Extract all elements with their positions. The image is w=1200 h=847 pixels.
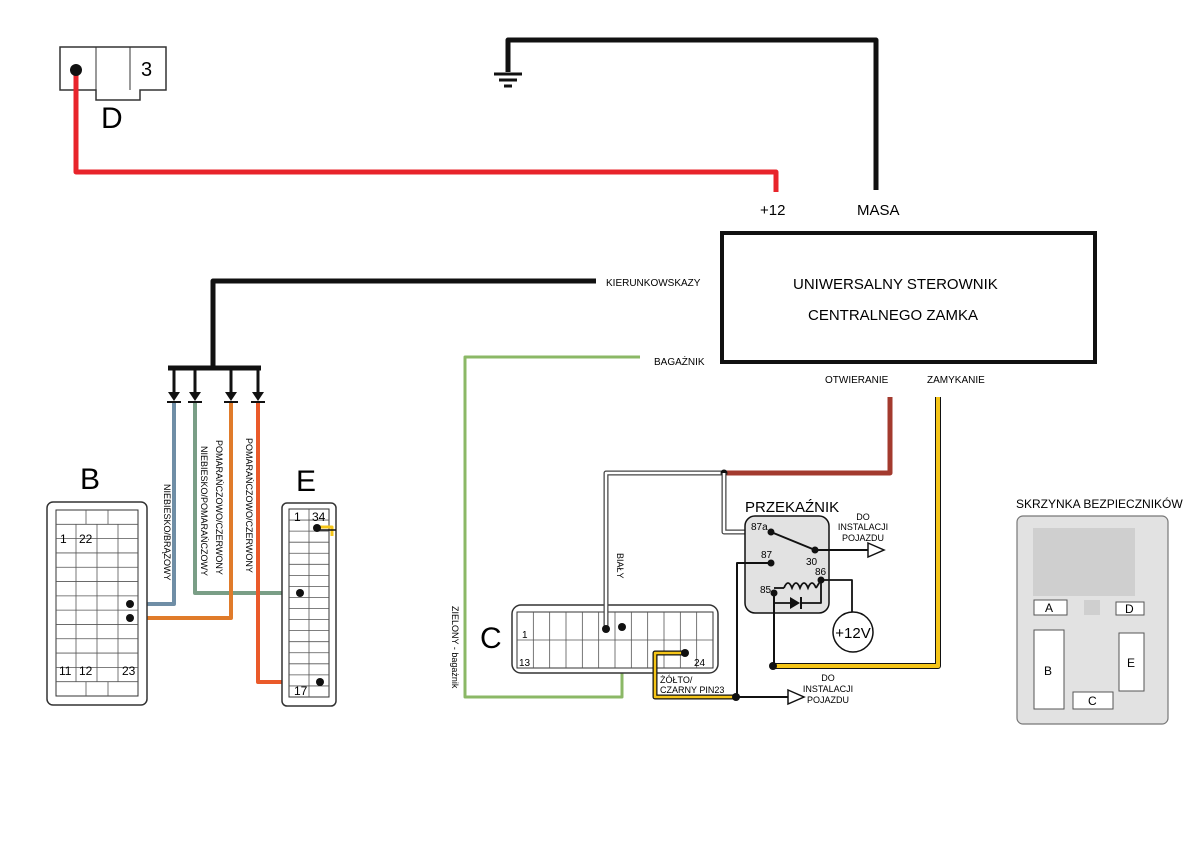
connector-d-label: D: [101, 102, 123, 135]
relay-diode: [790, 597, 800, 609]
connector-c-contact-zielony: [618, 623, 626, 631]
otwieranie-label: OTWIERANIE: [825, 375, 889, 386]
connector-b-pin22: 22: [79, 532, 93, 546]
connector-c: C 1 13 24: [480, 604, 719, 674]
bagaznik-label: BAGAŻNIK: [654, 355, 705, 368]
relay-out-line3: POJAZDU: [842, 533, 884, 543]
supply-plus12v-label: +12V: [835, 625, 870, 642]
wire-pomaranczowo-czerwony: [130, 403, 233, 620]
connector-e: E 1 34 17: [281, 465, 337, 707]
connector-e-label: E: [296, 465, 316, 498]
relay: PRZEKAŹNIK 87a 87 30 86 85: [744, 499, 839, 614]
bottom-out-line1: DO: [821, 673, 835, 683]
diode-3: [224, 392, 238, 403]
fuse-box-b: B: [1044, 664, 1052, 678]
junction-85-zamykanie: [769, 662, 777, 670]
relay-pin-87: 87: [761, 550, 773, 561]
connector-e-pin1: 1: [294, 510, 301, 524]
connector-e-contact-34: [313, 524, 321, 532]
connector-e-pin34: 34: [312, 510, 326, 524]
bottom-out-arrow: [787, 688, 806, 706]
supply-plus12v: [832, 611, 874, 653]
relay-out-line1: DO: [856, 512, 870, 522]
label-niebiesko-pomaranczowy: NIEBIESKO/POMARAŃCZOWY: [199, 446, 209, 576]
connector-d-pin3: 3: [141, 59, 152, 81]
connector-b-pin12: 12: [79, 664, 93, 678]
connector-c-label: C: [480, 622, 502, 655]
fuse-box: SKRZYNKA BEZPIECZNIKÓW A D B E C: [1016, 496, 1183, 725]
connector-e-pin17: 17: [294, 684, 308, 698]
relay-contact-87a: [767, 528, 775, 536]
diode-2: [188, 392, 202, 403]
label-zolto-line1: ŻÓŁTO/: [660, 675, 693, 685]
bottom-out-line2: INSTALACJI: [803, 684, 853, 694]
connector-e-contact-17: [316, 678, 324, 686]
label-niebiesko-brazowy: NIEBIESKO/BRĄZOWY: [162, 484, 172, 581]
central-lock-controller: UNIWERSALNY STEROWNIK CENTRALNEGO ZAMKA: [720, 231, 1097, 364]
connector-b-pin23: 23: [122, 664, 136, 678]
connector-c-pin13: 13: [519, 658, 531, 669]
fuse-box-e: E: [1127, 656, 1135, 670]
fuse-box-slot: [1084, 600, 1100, 615]
turn-signal-bus: [168, 278, 596, 392]
fuse-box-c: C: [1088, 694, 1097, 708]
fuse-box-a: A: [1045, 601, 1053, 615]
relay-out-line2: INSTALACJI: [838, 522, 888, 532]
wire-bialy-inner: [604, 471, 723, 629]
wire-zolto-czarny-inner: [653, 651, 735, 699]
e-yellow-stub: [318, 525, 334, 536]
label-zielony-bagaznik: ZIELONY - bagażnik: [450, 606, 460, 689]
connector-b: B 1 22 11 12 23: [46, 463, 148, 706]
connector-c-pin1: 1: [522, 630, 528, 641]
fuse-box-panel: [1033, 528, 1135, 596]
controller-title-line2: CENTRALNEGO ZAMKA: [808, 307, 978, 324]
connector-c-contact-bialy: [602, 625, 610, 633]
wire-zamykanie-inner: [772, 397, 940, 668]
relay-title: PRZEKAŹNIK: [745, 499, 839, 516]
wire-otwieranie: [723, 397, 893, 476]
red-plus12-wire: [73, 70, 779, 192]
connector-b-pin11: 11: [59, 664, 72, 678]
relay-coil: [783, 582, 817, 591]
diode-4: [251, 392, 265, 403]
ground-wire: [494, 37, 879, 190]
label-zolto-line2: CZARNY PIN23: [660, 685, 724, 695]
connector-c-contact-pin23: [681, 649, 689, 657]
relay-supply-wire: [821, 579, 853, 612]
connector-d-pin-dot: [70, 64, 82, 76]
fuse-box-title: SKRZYNKA BEZPIECZNIKÓW: [1016, 496, 1183, 511]
relay-pin-87a: 87a: [751, 522, 768, 533]
connector-b-contact-1: [126, 600, 134, 608]
diode-1: [167, 392, 181, 403]
plus12-label: +12: [760, 202, 785, 219]
relay-pin-85: 85: [760, 585, 772, 596]
connector-b-pin1: 1: [60, 532, 67, 546]
connector-b-label: B: [80, 463, 100, 496]
masa-label: MASA: [857, 202, 900, 219]
relay-switch-arm: [770, 531, 816, 551]
label-pomaranczowo-czerwony: POMARAŃCZOWO/CZERWONY: [214, 440, 224, 575]
label-bialy: BIAŁY: [615, 553, 625, 579]
relay-87-wire: [736, 562, 771, 697]
controller-title-line1: UNIWERSALNY STEROWNIK: [793, 276, 998, 293]
junction-87-bottom: [732, 693, 740, 701]
connector-e-contact-mid: [296, 589, 304, 597]
relay-pin-30: 30: [806, 557, 818, 568]
zamykanie-label: ZAMYKANIE: [927, 375, 985, 386]
label-pomaranczowo-czerwony-2: POMARAŃCZOWO/CZERWONY: [244, 438, 254, 573]
fuse-box-d: D: [1125, 602, 1134, 616]
relay-out-arrow: [867, 541, 886, 559]
connector-c-pin24: 24: [694, 658, 706, 669]
kierunkowskazy-label: KIERUNKOWSKAZY: [606, 278, 701, 289]
connector-d: 3 D: [59, 46, 167, 135]
wire-niebiesko-pomaranczowy: [193, 403, 300, 595]
connector-b-contact-2: [126, 614, 134, 622]
relay-pin-86: 86: [815, 567, 827, 578]
bottom-out-line3: POJAZDU: [807, 695, 849, 705]
